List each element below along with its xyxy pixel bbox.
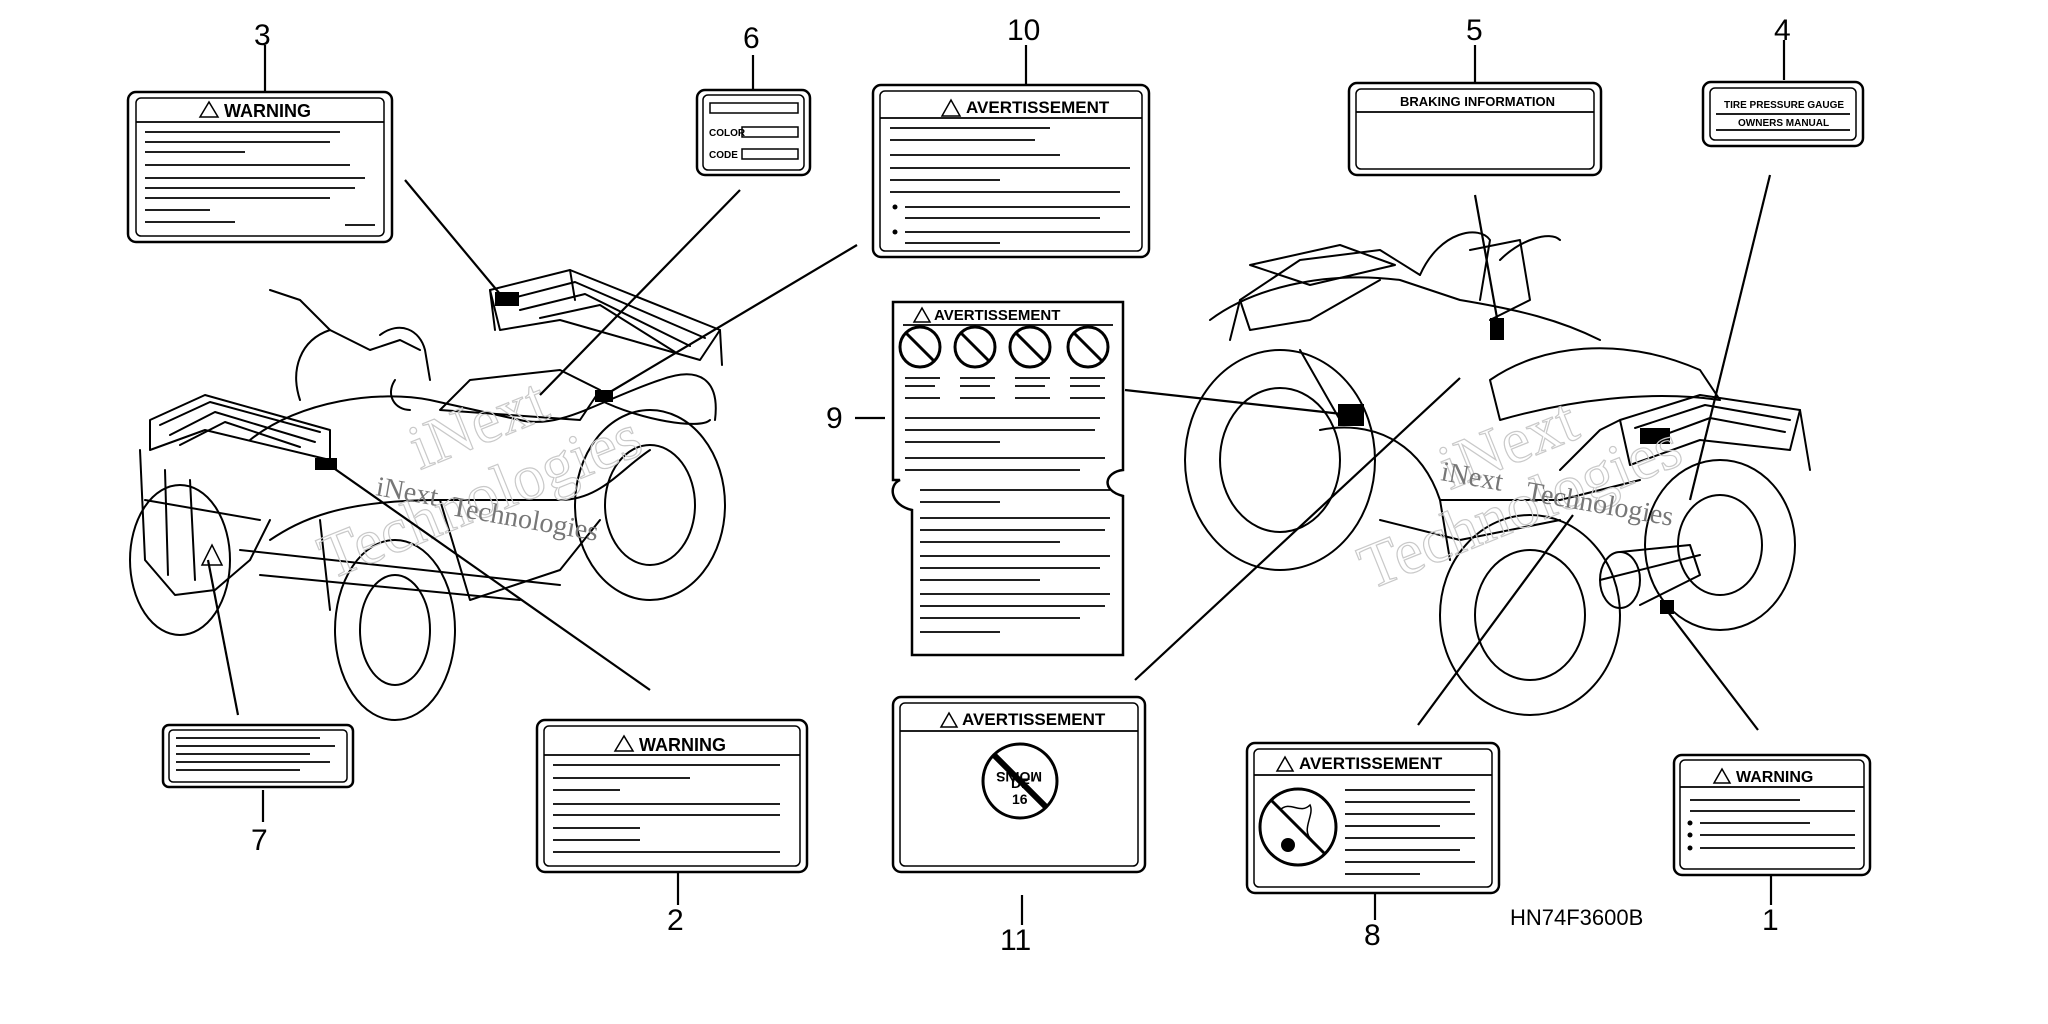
svg-text:TIRE PRESSURE GAUGE: TIRE PRESSURE GAUGE bbox=[1724, 100, 1844, 111]
warning-triangle-icon bbox=[940, 98, 962, 117]
label-2-warning: WARNING bbox=[535, 718, 809, 874]
sticker-spot-7 bbox=[200, 543, 224, 566]
svg-text:WARNING: WARNING bbox=[1736, 769, 1813, 786]
label-11-avertissement-age: AVERTISSEMENT MOINS DE 16 bbox=[891, 695, 1147, 874]
svg-text:AVERTISSEMENT: AVERTISSEMENT bbox=[934, 307, 1060, 324]
svg-text:COLOR: COLOR bbox=[709, 128, 746, 139]
callout-numbers: 3 6 10 5 4 9 7 2 11 8 1 bbox=[251, 14, 1791, 957]
label-6-color-code: COLOR CODE bbox=[695, 88, 812, 177]
text-lines bbox=[1345, 789, 1475, 875]
label-10-avertissement: AVERTISSEMENT bbox=[871, 83, 1151, 259]
callout-4: 4 bbox=[1774, 14, 1791, 47]
callout-5: 5 bbox=[1466, 14, 1483, 47]
label-1-warning: WARNING bbox=[1672, 753, 1872, 877]
callout-2: 2 bbox=[667, 904, 684, 937]
leader-lines bbox=[206, 40, 1786, 925]
callout-3: 3 bbox=[254, 19, 271, 52]
warning-triangle-icon bbox=[1712, 767, 1732, 784]
svg-text:OWNERS MANUAL: OWNERS MANUAL bbox=[1738, 118, 1829, 129]
label-4-tire-pressure-gauge: TIRE PRESSURE GAUGE OWNERS MANUAL bbox=[1701, 80, 1865, 148]
svg-text:WARNING: WARNING bbox=[639, 735, 726, 755]
text-lines bbox=[890, 127, 1130, 244]
svg-text:AVERTISSEMENT: AVERTISSEMENT bbox=[1299, 754, 1443, 773]
callout-11: 11 bbox=[1000, 924, 1031, 957]
callout-1: 1 bbox=[1762, 904, 1779, 937]
warning-triangle-icon bbox=[939, 711, 959, 728]
sticker-spot-3 bbox=[495, 292, 519, 306]
warning-triangle-icon bbox=[198, 100, 220, 118]
label-7-plate bbox=[161, 723, 355, 789]
age-prohibition-icon: MOINS DE 16 bbox=[981, 742, 1059, 820]
no-pavement-icon bbox=[1008, 325, 1052, 369]
svg-text:AVERTISSEMENT: AVERTISSEMENT bbox=[966, 98, 1110, 117]
svg-text:16: 16 bbox=[1012, 791, 1028, 807]
callout-7: 7 bbox=[251, 824, 268, 857]
label-9-avertissement-pictograms: AVERTISSEMENT bbox=[891, 300, 1125, 657]
sticker-spot-1 bbox=[1660, 600, 1674, 614]
callout-6: 6 bbox=[743, 22, 760, 55]
label-8-avertissement: AVERTISSEMENT bbox=[1245, 741, 1501, 895]
text-lines bbox=[1687, 799, 1855, 851]
label-3-warning: WARNING bbox=[126, 90, 394, 244]
warning-triangle-icon bbox=[912, 306, 932, 323]
text-lines bbox=[145, 131, 375, 226]
label-5-braking-information: BRAKING INFORMATION bbox=[1347, 81, 1603, 177]
no-hot-surface-icon bbox=[1258, 787, 1338, 867]
part-code: HN74F3600B bbox=[1510, 905, 1643, 930]
atv-rear-view-drawing bbox=[1184, 231, 1811, 716]
warning-triangle-icon bbox=[1275, 755, 1295, 772]
text-lines bbox=[553, 764, 780, 853]
callout-10: 10 bbox=[1007, 14, 1040, 47]
callout-9: 9 bbox=[826, 402, 843, 435]
sticker-spot-8 bbox=[1640, 428, 1670, 444]
svg-text:AVERTISSEMENT: AVERTISSEMENT bbox=[962, 710, 1106, 729]
svg-text:CODE: CODE bbox=[709, 150, 738, 161]
text-lines bbox=[905, 377, 1110, 633]
sticker-spot-5 bbox=[1490, 318, 1504, 340]
prohibition-pictograms bbox=[898, 325, 1110, 369]
atv-front-view-drawing bbox=[129, 269, 726, 721]
no-child-icon bbox=[1066, 325, 1110, 369]
warning-triangle-icon bbox=[613, 734, 635, 752]
no-alcohol-icon bbox=[953, 325, 997, 369]
svg-text:WARNING: WARNING bbox=[224, 101, 311, 121]
svg-text:BRAKING INFORMATION: BRAKING INFORMATION bbox=[1400, 94, 1555, 109]
callout-8: 8 bbox=[1364, 919, 1381, 952]
sticker-spot-9 bbox=[1338, 404, 1364, 426]
no-passenger-icon bbox=[898, 325, 942, 369]
